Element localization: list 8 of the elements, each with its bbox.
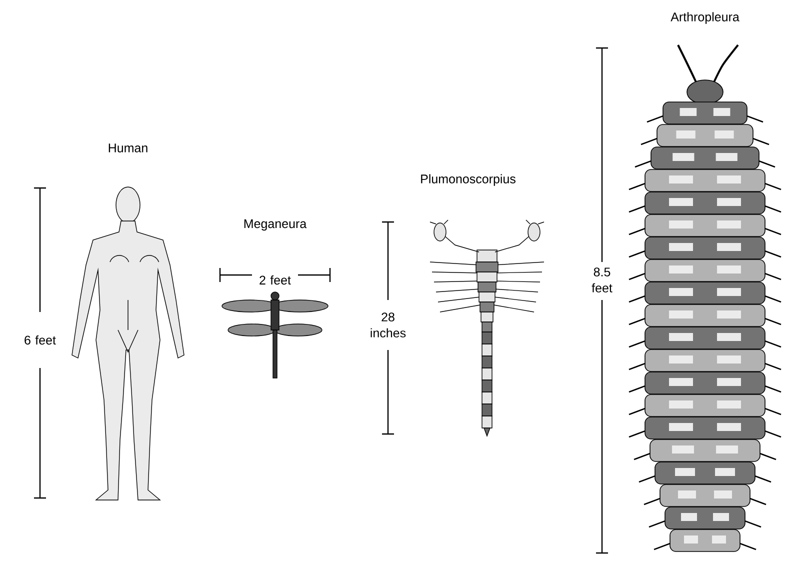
dimension-label: 28 inches <box>370 312 406 338</box>
dimension-label: 6 feet <box>24 335 56 345</box>
species-name: Human <box>108 144 148 152</box>
dimension-label: 8.5 feet <box>592 268 612 292</box>
dimension-label: 2 feet <box>260 275 291 285</box>
species-name: Meganeura <box>244 219 307 231</box>
species-name: Plumonoscorpius <box>421 174 516 186</box>
species-name: Arthropleura <box>670 12 740 24</box>
